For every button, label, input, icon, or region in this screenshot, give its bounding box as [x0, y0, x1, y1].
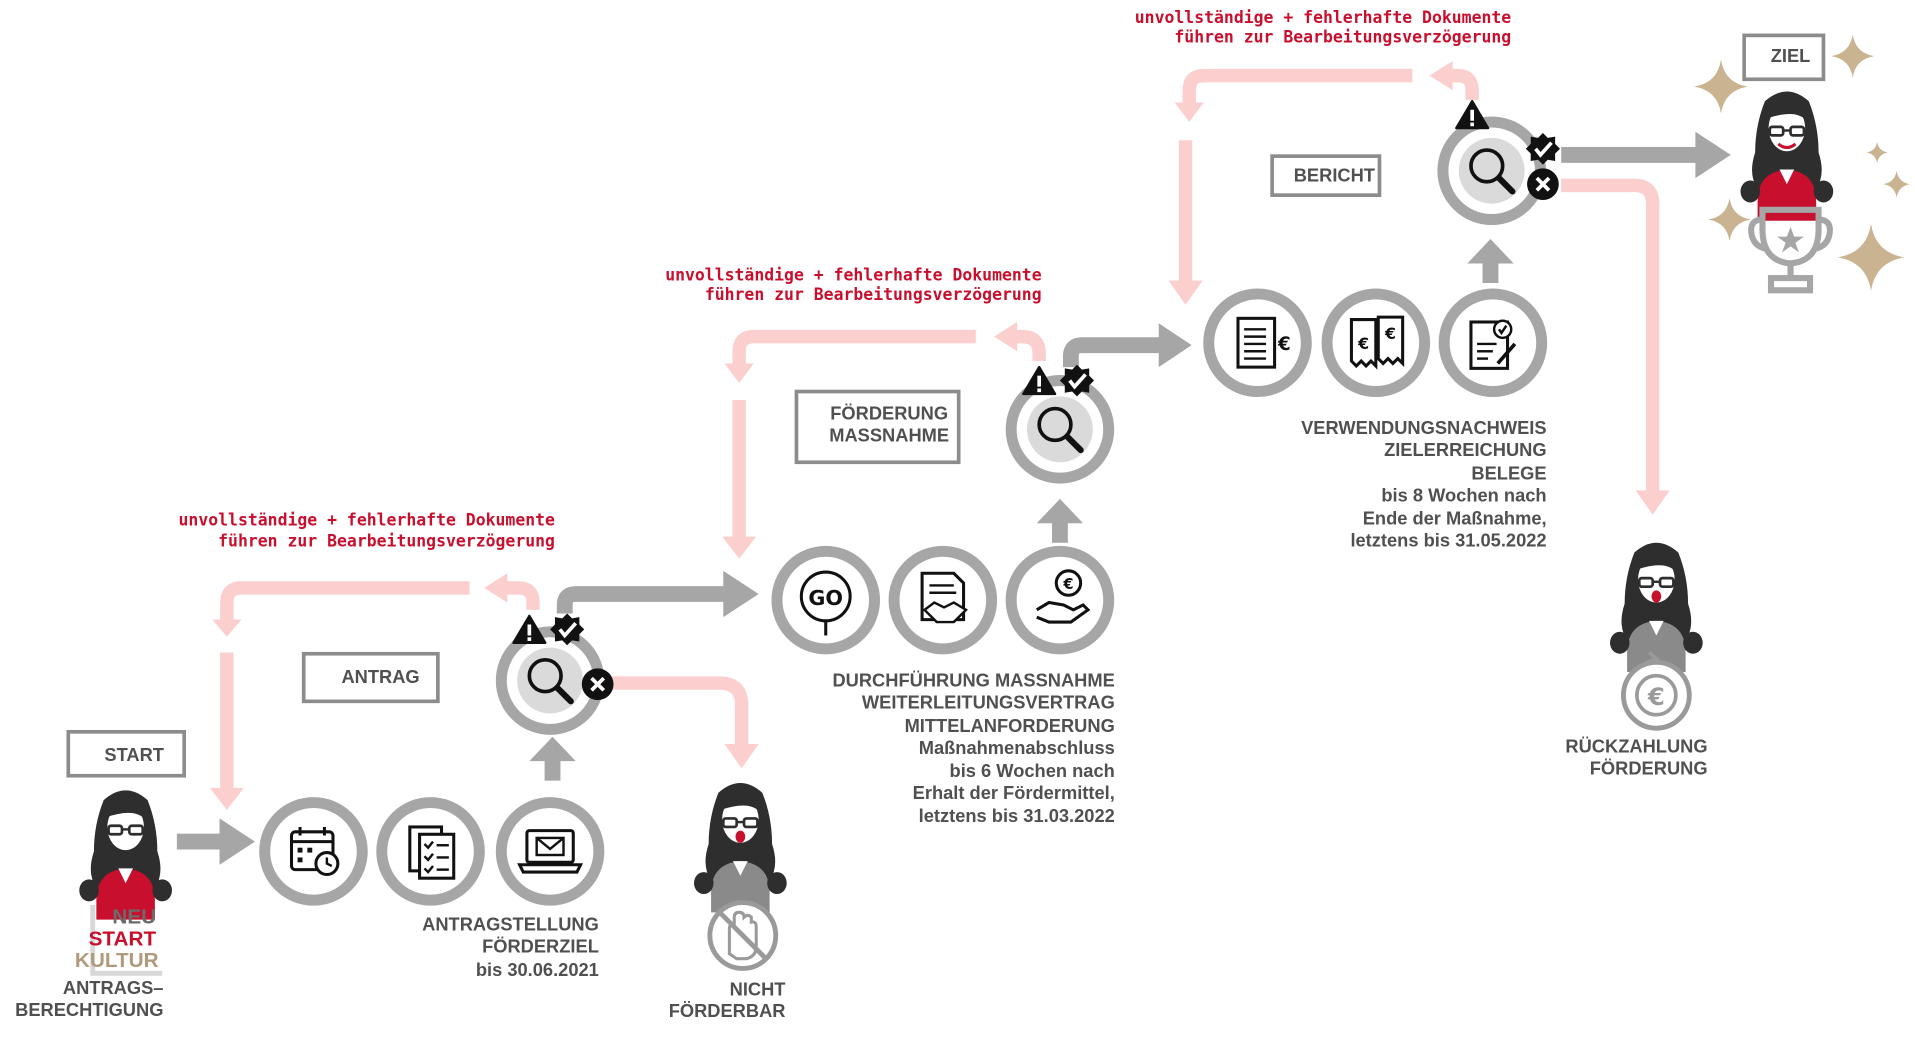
warning-1-line-1: unvollständige + fehlerhafte Dokumente — [179, 511, 556, 530]
warning-1: unvollständige + fehlerhafte Dokumente f… — [179, 511, 556, 551]
svg-text:Ende der Maßnahme,: Ende der Maßnahme, — [1363, 507, 1547, 528]
trophy-icon — [1748, 206, 1833, 294]
neustart-kultur-logo: NEU START KULTUR — [75, 905, 163, 976]
checklist-icon — [376, 797, 485, 906]
warning-2-line-2: führen zur Bearbeitungsverzögerung — [705, 285, 1042, 304]
label-antragsberechtigung: ANTRAGS– BERECHTIGUNG — [15, 977, 163, 1020]
svg-text:€: € — [1647, 682, 1665, 711]
box-antrag: ANTRAG — [301, 651, 440, 704]
svg-text:START: START — [89, 927, 157, 950]
stop-hand-icon — [707, 900, 779, 971]
person-refund-mouth — [1651, 590, 1662, 603]
contract-handshake-icon — [888, 545, 998, 655]
svg-text:letztens bis 31.05.2022: letztens bis 31.05.2022 — [1350, 529, 1546, 550]
label-rueckzahlung: RÜCKZAHLUNG FÖRDERUNG — [1565, 736, 1707, 779]
label-durchfuehrung: DURCHFÜHRUNG MASSNAHME WEITERLEITUNGSVER… — [832, 670, 1114, 826]
svg-text:NICHT: NICHT — [730, 978, 786, 999]
svg-text:NEU: NEU — [112, 905, 156, 928]
svg-text:€: € — [1062, 576, 1073, 593]
warning-2-line-1: unvollständige + fehlerhafte Dokumente — [665, 266, 1042, 285]
check-badge-icon — [548, 611, 587, 648]
svg-text:ANTRAGSTELLUNG: ANTRAGSTELLUNG — [422, 914, 599, 935]
reject-badge-icon — [1525, 166, 1561, 202]
box-antrag-label: ANTRAG — [341, 666, 419, 687]
svg-text:VERWENDUNGSNACHWEIS: VERWENDUNGSNACHWEIS — [1301, 417, 1546, 438]
svg-text:€: € — [1277, 334, 1291, 355]
svg-text:BELEGE: BELEGE — [1471, 462, 1546, 483]
svg-text:KULTUR: KULTUR — [75, 949, 159, 972]
rework-paths — [220, 68, 1660, 793]
label-verwendungsnachweis: VERWENDUNGSNACHWEIS ZIELERREICHUNG BELEG… — [1301, 417, 1546, 550]
warning-3: unvollständige + fehlerhafte Dokumente f… — [1135, 8, 1512, 47]
warning-3-line-2: führen zur Bearbeitungsverzögerung — [1174, 28, 1511, 47]
svg-text:ZIELERREICHUNG: ZIELERREICHUNG — [1384, 439, 1547, 460]
svg-text:BERECHTIGUNG: BERECHTIGUNG — [15, 999, 163, 1020]
warning-triangle-icon — [1455, 100, 1490, 130]
hand-euro-icon: € — [1005, 545, 1115, 655]
svg-text:bis 6 Wochen nach: bis 6 Wochen nach — [950, 760, 1115, 781]
svg-text:Erhalt der Fördermittel,: Erhalt der Fördermittel, — [913, 782, 1115, 803]
report-check-icon — [1438, 288, 1548, 398]
svg-text:ANTRAGS–: ANTRAGS– — [63, 977, 164, 998]
svg-text:GO: GO — [808, 586, 843, 610]
person-goal-smile — [1777, 142, 1797, 150]
box-foerderung-label-1: FÖRDERUNG — [830, 403, 948, 424]
label-nicht-foerderbar: NICHT FÖRDERBAR — [669, 978, 786, 1021]
svg-text:WEITERLEITUNGSVERTRAG: WEITERLEITUNGSVERTRAG — [862, 692, 1115, 713]
invoice-euro-icon: € — [1203, 288, 1312, 398]
person-goal-icon — [1739, 90, 1835, 223]
person-rejected-mouth — [735, 830, 746, 843]
warning-2: unvollständige + fehlerhafte Dokumente f… — [665, 266, 1042, 305]
person-rejected-icon — [692, 781, 789, 914]
svg-text:letztens bis 31.03.2022: letztens bis 31.03.2022 — [919, 805, 1115, 826]
laptop-mail-icon — [495, 797, 605, 906]
svg-text:FÖRDERZIEL: FÖRDERZIEL — [482, 936, 599, 957]
euro-refund-icon: € — [1620, 651, 1692, 731]
magnifier-review-icon — [1443, 122, 1541, 220]
reject-badge-icon — [579, 666, 616, 702]
box-bericht: BERICHT — [1270, 154, 1382, 197]
svg-text:Maßnahmenabschluss: Maßnahmenabschluss — [919, 737, 1115, 758]
calendar-clock-icon — [259, 797, 368, 906]
person-start-icon — [77, 789, 174, 921]
rework-arrowheads — [209, 60, 1670, 810]
svg-text:FÖRDERBAR: FÖRDERBAR — [669, 1000, 786, 1021]
svg-text:bis 30.06.2021: bis 30.06.2021 — [476, 959, 599, 980]
box-ziel-label: ZIEL — [1771, 45, 1811, 66]
box-start: START — [66, 729, 187, 778]
svg-text:bis 8 Wochen nach: bis 8 Wochen nach — [1381, 484, 1546, 505]
main-flow-arrowheads — [219, 131, 1731, 865]
warning-3-line-1: unvollständige + fehlerhafte Dokumente — [1135, 8, 1512, 27]
warning-1-line-2: führen zur Bearbeitungsverzögerung — [218, 531, 555, 550]
box-ziel: ZIEL — [1742, 33, 1826, 82]
person-refund-icon — [1608, 541, 1705, 674]
svg-text:DURCHFÜHRUNG MASSNAHME: DURCHFÜHRUNG MASSNAHME — [832, 670, 1114, 691]
receipts-euro-icon: € € — [1321, 288, 1431, 398]
check-badge-icon — [1524, 131, 1562, 167]
box-foerderung: FÖRDERUNG MASSNAHME — [794, 389, 961, 465]
svg-text:€: € — [1357, 334, 1369, 353]
box-bericht-label: BERICHT — [1294, 165, 1375, 186]
svg-text:MITTELANFORDERUNG: MITTELANFORDERUNG — [905, 715, 1115, 736]
box-foerderung-label-2: MASSNAHME — [829, 425, 949, 446]
svg-text:€: € — [1384, 324, 1396, 343]
label-antragstellung: ANTRAGSTELLUNG FÖRDERZIEL bis 30.06.2021 — [422, 914, 599, 980]
svg-text:RÜCKZAHLUNG: RÜCKZAHLUNG — [1565, 736, 1707, 757]
check-badge-icon — [1058, 362, 1096, 399]
svg-text:FÖRDERUNG: FÖRDERUNG — [1590, 758, 1708, 779]
box-start-label: START — [104, 744, 164, 765]
go-sign-icon: GO — [771, 545, 881, 655]
